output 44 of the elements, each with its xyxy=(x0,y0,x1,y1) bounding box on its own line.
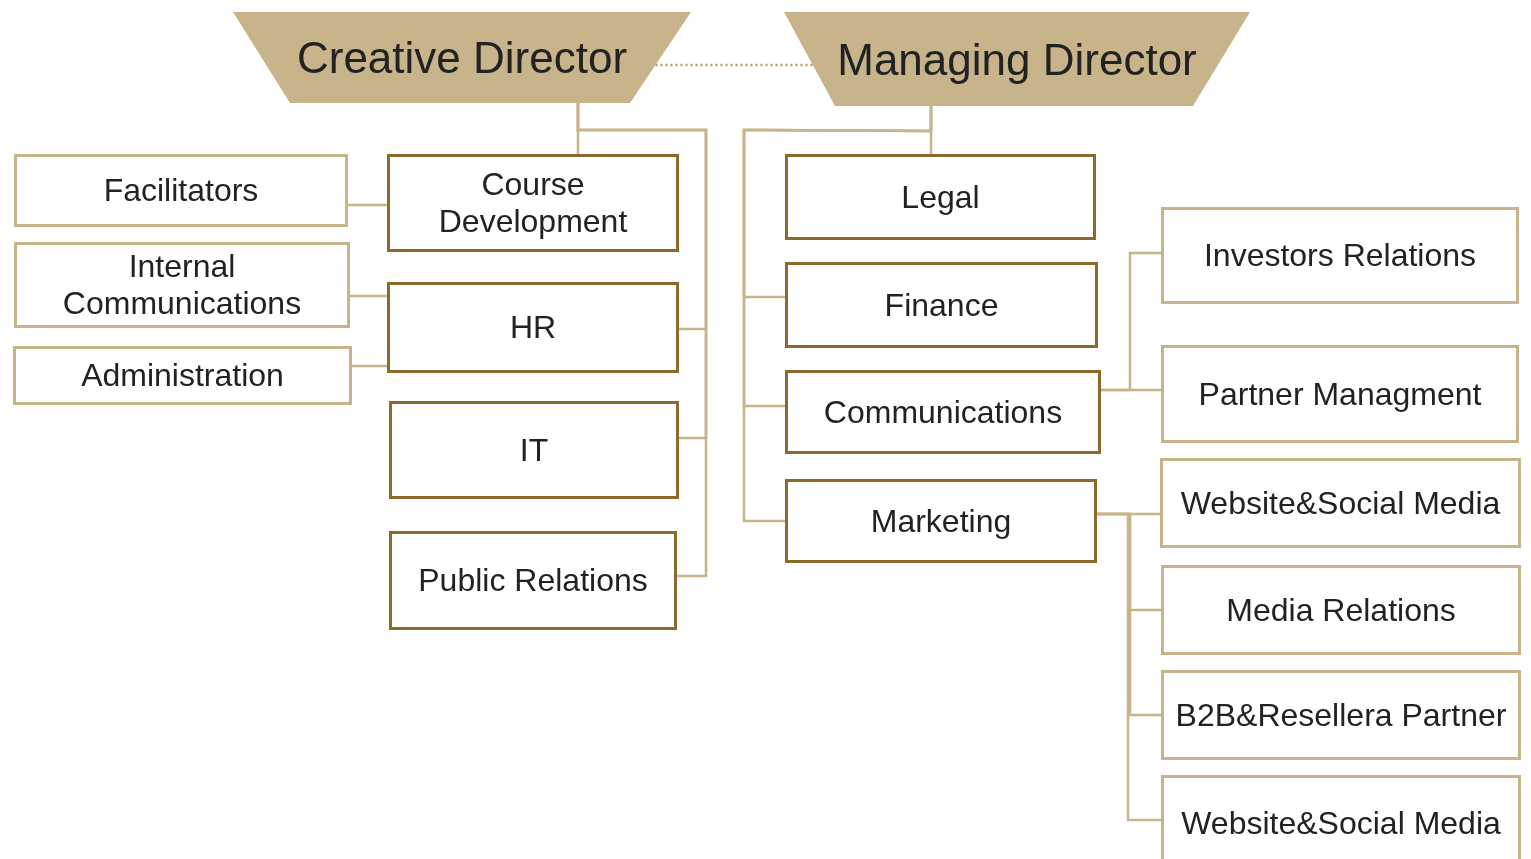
connector-line xyxy=(348,203,387,207)
title-text: Creative Director xyxy=(296,32,628,84)
department-box xyxy=(389,531,677,630)
dotted-connector xyxy=(655,63,813,67)
connector-line xyxy=(352,364,387,368)
department-label: Course Development xyxy=(437,166,629,240)
department-label: IT xyxy=(518,431,550,469)
department-box xyxy=(1161,775,1521,859)
department-box xyxy=(785,154,1096,240)
department-label: Communications xyxy=(822,393,1064,431)
connector-line xyxy=(576,103,708,578)
department-label: Partner Managment xyxy=(1197,375,1483,413)
connector-line xyxy=(350,294,387,298)
department-box xyxy=(1161,345,1519,443)
department-label: Legal xyxy=(900,178,981,216)
department-box xyxy=(1160,458,1521,548)
department-box xyxy=(387,154,679,252)
department-label: Marketing xyxy=(869,502,1013,540)
department-label: B2B&Resellera Partner xyxy=(1174,696,1508,734)
department-label: Public Relations xyxy=(417,562,649,599)
department-label: Facilitators xyxy=(102,172,260,209)
connector-line xyxy=(1097,512,1161,822)
department-box xyxy=(13,346,352,405)
department-label: Media Relations xyxy=(1225,591,1457,629)
department-box xyxy=(387,282,679,373)
department-label: HR xyxy=(508,309,558,346)
department-box xyxy=(14,154,348,227)
connector-line xyxy=(742,106,933,523)
department-label: Investors Relations xyxy=(1202,237,1478,274)
department-box xyxy=(389,401,679,499)
department-label: Administration xyxy=(80,357,285,394)
department-box xyxy=(14,242,350,328)
department-box xyxy=(785,479,1097,563)
department-box xyxy=(785,370,1101,454)
department-label: Finance xyxy=(883,286,1000,324)
department-label: Website&Social Media xyxy=(1179,484,1502,522)
title-text: Managing Director xyxy=(837,33,1197,86)
department-box xyxy=(1161,670,1521,760)
department-box xyxy=(785,262,1098,348)
department-label: Website&Social Media xyxy=(1180,804,1502,842)
connector-line xyxy=(1101,388,1161,392)
department-box xyxy=(1161,207,1519,304)
department-label: Internal Communications xyxy=(61,248,303,322)
department-box xyxy=(1161,565,1521,655)
